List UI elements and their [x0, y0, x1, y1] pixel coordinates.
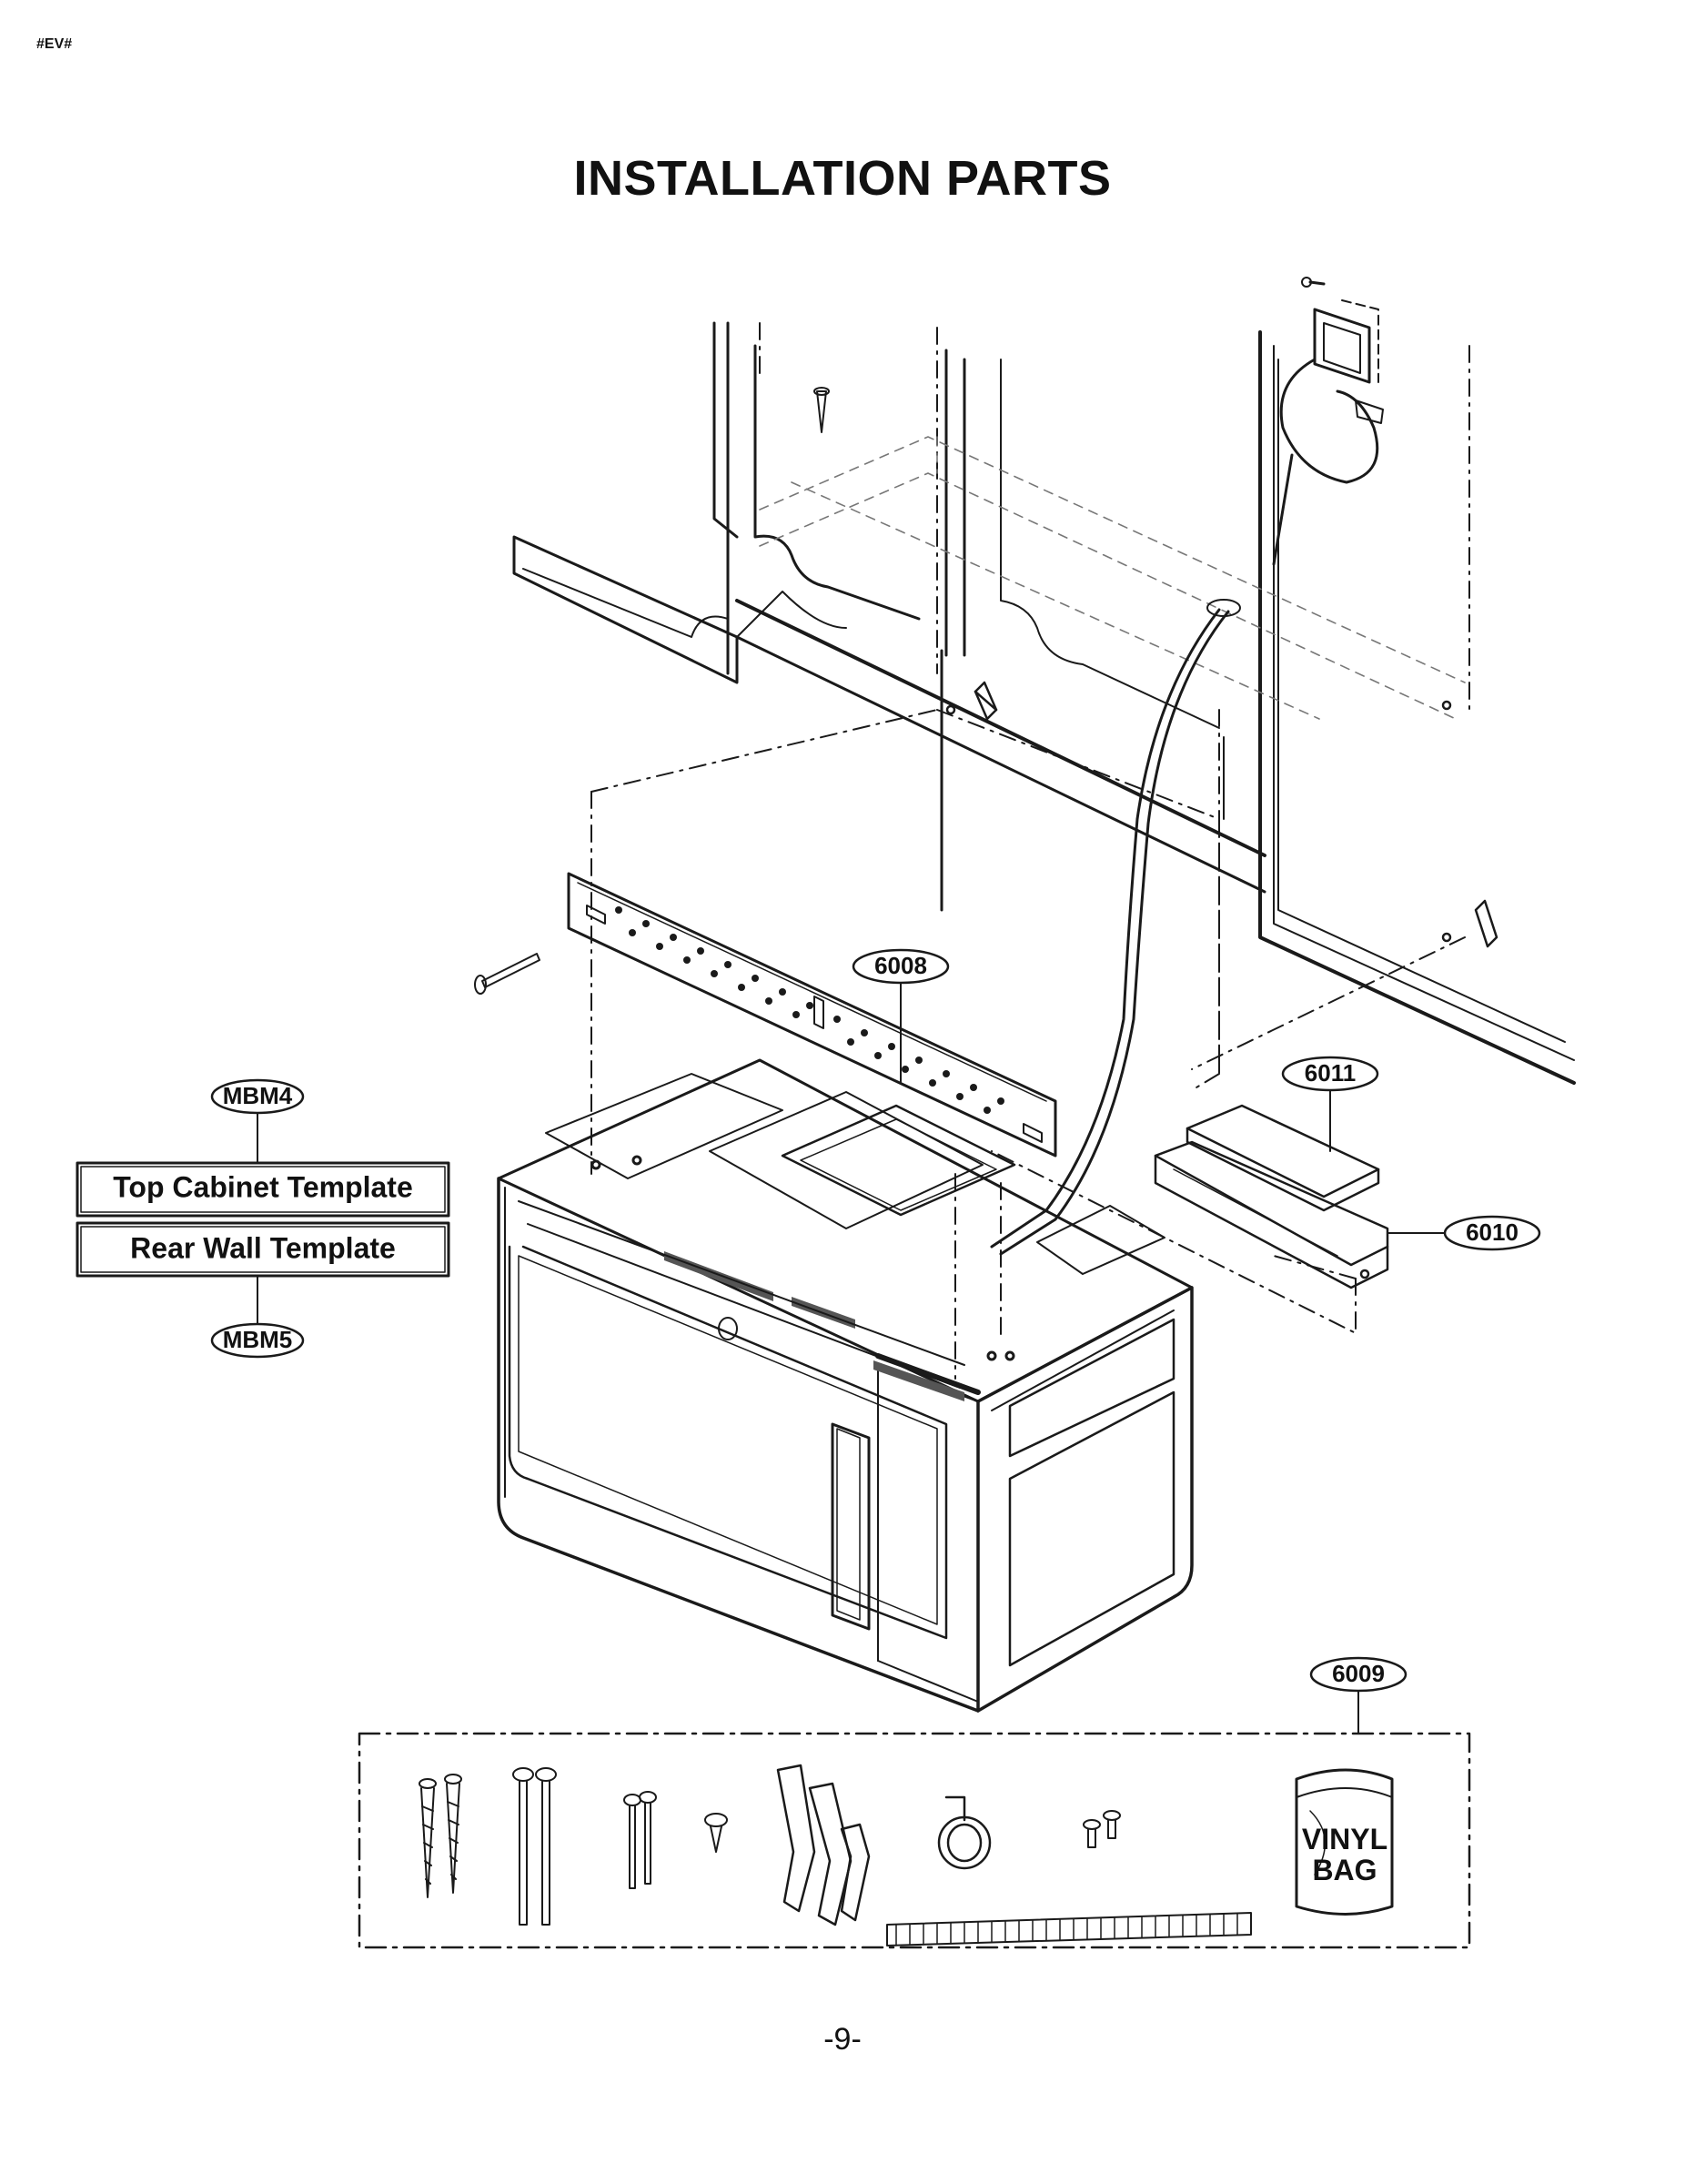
callout-label-6010: 6010: [1466, 1218, 1519, 1246]
power-outlet: [1301, 277, 1379, 384]
page-title: INSTALLATION PARTS: [573, 151, 1112, 206]
foam-strip: [886, 1912, 1252, 1946]
callout-label-mbm4: MBM4: [223, 1082, 293, 1109]
hardware-kit-box: [358, 1732, 1471, 1949]
vinyl-bag-label-line2: BAG: [1312, 1854, 1377, 1886]
duct-adapter: [1154, 1140, 1389, 1289]
top-cabinet-template-label: Top Cabinet Template: [113, 1170, 413, 1203]
callout-6010: 6010: [1387, 1215, 1541, 1251]
small-screw: [704, 1813, 728, 1853]
wall-screw: [813, 387, 830, 433]
plate-screw: [474, 953, 540, 995]
damper-plate: [1186, 1104, 1380, 1212]
top-cabinet-template-box: Top Cabinet Template: [76, 1161, 450, 1218]
wood-screws: [419, 1774, 462, 1898]
toggle-wings: [776, 1764, 871, 1926]
callout-6008: 6008: [852, 948, 950, 1084]
page-corner-tag: #EV#: [36, 36, 73, 52]
rear-wall-template-box: Rear Wall Template: [76, 1221, 450, 1278]
callout-6009: 6009: [1309, 1656, 1408, 1734]
vinyl-bag: VINYL BAG: [1295, 1768, 1394, 1916]
long-bolts: [512, 1767, 557, 1926]
vinyl-bag-label-line1: VINYL: [1302, 1823, 1387, 1855]
alignment-guides: [590, 709, 1466, 1380]
rear-wall-template-label: Rear Wall Template: [130, 1231, 396, 1264]
callout-label-6011: 6011: [1305, 1059, 1356, 1087]
callout-mbm5: MBM5: [210, 1275, 305, 1359]
callout-label-6008: 6008: [874, 952, 927, 979]
callout-label-mbm5: MBM5: [223, 1326, 293, 1353]
upper-cabinets: [512, 318, 1576, 1085]
microwave: [497, 1058, 1194, 1713]
power-cord: [990, 358, 1384, 1256]
mounting-plate: [567, 872, 1057, 1158]
cord-clamp: [937, 1795, 992, 1870]
callout-mbm4: MBM4: [210, 1078, 305, 1164]
mini-screws: [1083, 1810, 1121, 1848]
toggle-bolts-wall: [945, 681, 1498, 948]
short-bolts: [623, 1791, 657, 1889]
callout-label-6009: 6009: [1332, 1660, 1385, 1687]
callout-6011: 6011: [1281, 1056, 1379, 1152]
page-number: -9-: [823, 2022, 862, 2057]
